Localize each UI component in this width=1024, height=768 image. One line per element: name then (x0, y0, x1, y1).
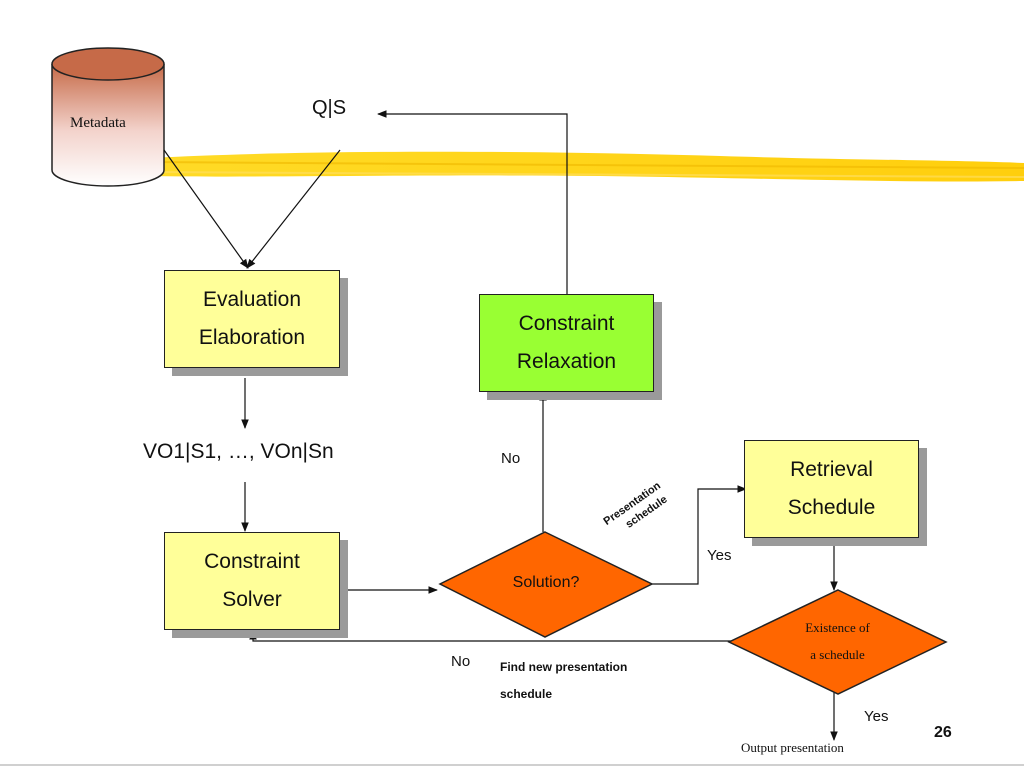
find-new-schedule-line1: Find new presentation (500, 660, 628, 674)
relaxation-line2: Relaxation (516, 350, 617, 373)
arrow-solution-to-retrieval (650, 485, 747, 585)
solver-line1: Constraint (204, 550, 300, 573)
no-label-bottom: No (451, 653, 471, 670)
retrieval-line2: Schedule (787, 496, 876, 519)
existence-label-line1: Existence of (805, 620, 870, 635)
evaluation-elaboration-box: Evaluation Elaboration (164, 270, 340, 368)
highlighter-stroke (149, 151, 1024, 182)
arrow-metadata-to-evaluation (163, 149, 249, 269)
solution-label: Solution? (512, 574, 580, 591)
yes-label-existence: Yes (864, 708, 889, 725)
presentation-schedule-annotation: Presentation schedule (602, 480, 670, 531)
constraint-solver-box: Constraint Solver (164, 532, 340, 630)
find-new-schedule-line2: schedule (500, 687, 553, 701)
solver-line2: Solver (222, 588, 282, 611)
existence-decision (727, 589, 948, 695)
slide-bottom-divider (0, 764, 1024, 766)
slide-page-number: 26 (934, 724, 952, 741)
arrow-existence-to-solver (249, 630, 731, 642)
relaxation-line1: Constraint (518, 312, 615, 335)
constraint-relaxation-box: Constraint Relaxation (479, 294, 654, 392)
no-label-top: No (501, 450, 521, 467)
arrow-query-to-evaluation (246, 149, 341, 269)
output-presentation-label: Output presentation (741, 740, 844, 755)
solution-decision (438, 531, 654, 638)
metadata-database (51, 47, 165, 187)
query-label: Q|S (312, 97, 347, 119)
vo-list-label: VO1|S1, …, VOn|Sn (143, 440, 334, 463)
evaluation-line2: Elaboration (198, 326, 306, 349)
retrieval-schedule-box: Retrieval Schedule (744, 440, 919, 538)
retrieval-line1: Retrieval (790, 458, 873, 481)
existence-label-line2: a schedule (810, 647, 865, 662)
yes-label-solution: Yes (707, 547, 732, 564)
metadata-label: Metadata (70, 115, 126, 131)
arrow-relaxation-to-query (377, 110, 568, 294)
evaluation-line1: Evaluation (202, 288, 302, 311)
